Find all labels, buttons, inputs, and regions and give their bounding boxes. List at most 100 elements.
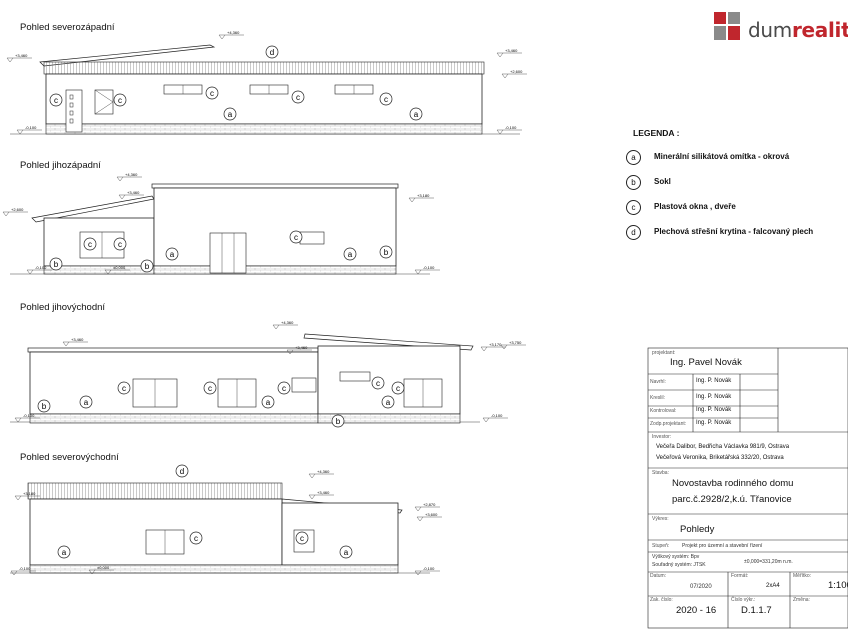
svg-text:+3,750: +3,750 bbox=[509, 340, 522, 345]
svg-text:+4,360: +4,360 bbox=[281, 320, 294, 325]
svg-text:+4,360: +4,360 bbox=[227, 30, 240, 35]
marker-b: b bbox=[37, 399, 51, 413]
elevation-southwest bbox=[10, 183, 430, 275]
tb-datum: 07/2020 bbox=[690, 584, 712, 590]
svg-text:d: d bbox=[180, 467, 184, 476]
svg-text:c: c bbox=[118, 96, 122, 105]
tb-role-value: Ing. P. Novák bbox=[696, 407, 732, 413]
level-tag: -0,100 bbox=[26, 265, 52, 275]
svg-text:c: c bbox=[210, 89, 214, 98]
level-tag: +4,360 bbox=[116, 172, 142, 182]
tb-stavba-1: Novostavba rodinného domu bbox=[672, 478, 794, 489]
tb-role-value: Ing. P. Novák bbox=[696, 378, 732, 384]
tb-vykres-label: Výkres: bbox=[652, 516, 669, 522]
level-tag: ±0,000 bbox=[88, 565, 114, 575]
svg-text:b: b bbox=[54, 260, 59, 269]
marker-c: c bbox=[291, 90, 305, 104]
svg-text:+3,460: +3,460 bbox=[317, 490, 330, 495]
level-tag: ±0,000 bbox=[104, 265, 130, 275]
legend-text: Minerální silikátová omítka - okrová bbox=[654, 152, 790, 161]
logo-house-icon bbox=[714, 12, 740, 40]
svg-text:-0,100: -0,100 bbox=[35, 265, 47, 270]
svg-text:+2,600: +2,600 bbox=[11, 207, 24, 212]
svg-text:c: c bbox=[208, 384, 212, 393]
tb-zmena-label: Změna: bbox=[793, 597, 810, 603]
marker-a: a bbox=[343, 247, 357, 261]
svg-text:a: a bbox=[344, 548, 349, 557]
legend-text: Plastová okna , dveře bbox=[654, 202, 736, 211]
level-tag: +4,360 bbox=[308, 469, 334, 479]
marker-a: a bbox=[409, 107, 423, 121]
tb-investor-label: Investor: bbox=[652, 434, 672, 440]
marker-c: c bbox=[371, 376, 385, 390]
tb-role-value: Ing. P. Novák bbox=[696, 394, 732, 400]
svg-text:a: a bbox=[348, 250, 353, 259]
tb-format-label: Formát: bbox=[731, 573, 749, 579]
level-tag: -0,100 bbox=[414, 265, 440, 275]
svg-text:+3,180: +3,180 bbox=[417, 193, 430, 198]
view-title-nw: Pohled severozápadní bbox=[20, 22, 115, 33]
marker-c: c bbox=[189, 531, 203, 545]
svg-text:c: c bbox=[396, 384, 400, 393]
svg-text:-0,100: -0,100 bbox=[25, 125, 37, 130]
dumrealit-logo[interactable] bbox=[712, 8, 848, 48]
level-tag: +3,460 bbox=[308, 490, 334, 500]
tb-souradny: Souřadný systém: JTSK bbox=[652, 562, 706, 568]
level-tag: +3,170 bbox=[480, 342, 506, 352]
svg-text:-0,100: -0,100 bbox=[423, 566, 435, 571]
svg-text:-0,100: -0,100 bbox=[23, 413, 35, 418]
tb-meritko: 1:100 bbox=[828, 580, 848, 591]
marker-b: b bbox=[140, 259, 154, 273]
marker-b: b bbox=[331, 414, 345, 428]
svg-text:-0,100: -0,100 bbox=[19, 566, 31, 571]
level-tag: -0,100 bbox=[10, 566, 36, 576]
svg-text:a: a bbox=[84, 398, 89, 407]
legend-title: LEGENDA : bbox=[633, 128, 680, 138]
svg-text:c: c bbox=[294, 233, 298, 242]
marker-a: a bbox=[79, 395, 93, 409]
marker-a: a bbox=[381, 395, 395, 409]
tb-zak-label: Zak. číslo: bbox=[650, 597, 673, 603]
level-tag: +3,460 bbox=[6, 53, 32, 63]
level-tag: -0,100 bbox=[496, 125, 522, 135]
svg-text:d: d bbox=[270, 48, 274, 57]
svg-text:+2,870: +2,870 bbox=[423, 502, 436, 507]
tb-role-label: Navrhl: bbox=[650, 379, 666, 385]
tb-kota: ±0,000=331,20m n.m. bbox=[744, 559, 793, 565]
tb-format: 2xA4 bbox=[766, 583, 780, 589]
svg-text:±0,000: ±0,000 bbox=[113, 265, 126, 270]
elevation-southeast bbox=[10, 333, 480, 424]
svg-text:+4,360: +4,360 bbox=[125, 172, 138, 177]
tb-stupen: Projekt pro územní a stavební řízení bbox=[682, 543, 763, 549]
level-tag: +3,750 bbox=[500, 340, 526, 350]
svg-text:c: c bbox=[54, 96, 58, 105]
level-tag: +3,600 bbox=[416, 512, 442, 522]
tb-zak: 2020 - 16 bbox=[676, 605, 717, 616]
svg-text:c: c bbox=[376, 379, 380, 388]
tb-role-value: Ing. P. Novák bbox=[696, 420, 732, 426]
level-tag: +3,460 bbox=[62, 337, 88, 347]
tb-stavba-label: Stavba: bbox=[652, 470, 669, 476]
marker-b: b bbox=[49, 257, 63, 271]
marker-c: c bbox=[113, 93, 127, 107]
tb-stupen-label: Stupeň: bbox=[652, 543, 670, 549]
marker-a: a bbox=[57, 545, 71, 559]
marker-c: c bbox=[203, 381, 217, 395]
legend-key-circle: c bbox=[626, 200, 641, 215]
level-tag: +4,360 bbox=[272, 320, 298, 330]
elevation-northeast bbox=[10, 482, 430, 574]
svg-text:+3,460: +3,460 bbox=[127, 190, 140, 195]
svg-text:+3,460: +3,460 bbox=[295, 345, 308, 350]
marker-a: a bbox=[339, 545, 353, 559]
logo-wordmark: dumrealit.c bbox=[748, 18, 848, 42]
tb-cis: D.1.1.7 bbox=[741, 605, 772, 616]
tb-datum-label: Datum: bbox=[650, 573, 667, 579]
svg-text:+3,170: +3,170 bbox=[489, 342, 502, 347]
level-annotations: +4,360 +3,460 +3,460 +2,600 -0,100 -0,100 +4,3… bbox=[2, 30, 527, 576]
tb-investor-1: Večeřa Dalibor, Bedřicha Václavka 981/9,… bbox=[656, 444, 790, 450]
marker-b: b bbox=[379, 245, 393, 259]
tb-stavba-2: parc.č.2928/2,k.ú. Třanovice bbox=[672, 494, 792, 505]
